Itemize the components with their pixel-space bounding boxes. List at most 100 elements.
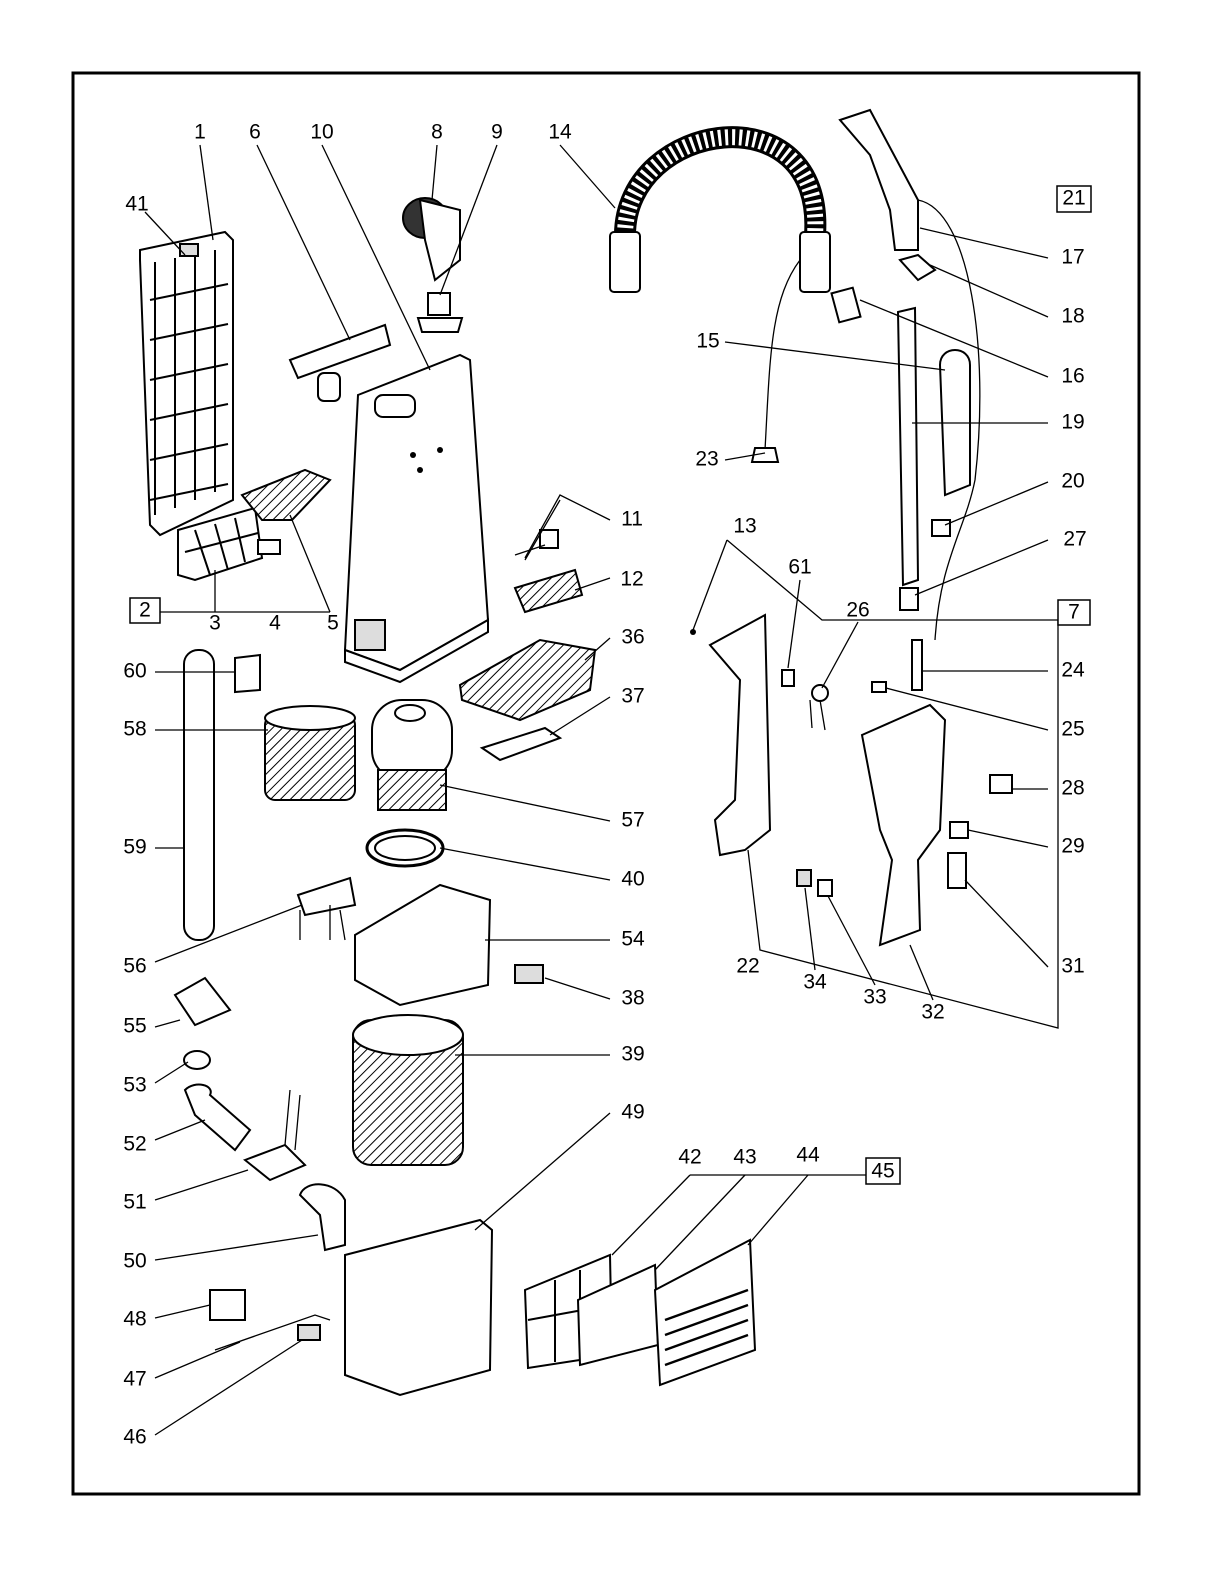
part-34 [797, 870, 811, 886]
callout-39: 39 [621, 1043, 644, 1066]
part-housing-10 [345, 355, 488, 682]
part-4 [258, 540, 280, 554]
callout-41: 41 [125, 193, 148, 216]
part-tube-19 [898, 308, 918, 585]
callout-23: 23 [695, 448, 718, 471]
part-plate-55 [175, 978, 230, 1025]
callout-24: 24 [1061, 659, 1085, 682]
part-filter-37 [482, 728, 560, 760]
part-container-54 [355, 885, 490, 1005]
callout-29: 29 [1061, 835, 1084, 858]
part-46 [298, 1325, 320, 1340]
part-gasket-36 [460, 640, 595, 720]
part-elbow-50 [300, 1184, 345, 1250]
part-elbow-52 [185, 1085, 250, 1150]
part-panel-7 [862, 705, 945, 945]
callout-48: 48 [123, 1308, 146, 1331]
callout-31: 31 [1061, 955, 1084, 978]
part-handle-17 [840, 110, 918, 250]
callout-60: 60 [123, 660, 146, 683]
part-25 [872, 682, 886, 692]
callout-9: 9 [491, 121, 503, 144]
part-switch-26 [810, 685, 828, 730]
callout-37: 37 [621, 685, 644, 708]
callout-50: 50 [123, 1250, 146, 1273]
part-31 [948, 853, 966, 888]
callout-10: 10 [310, 121, 333, 144]
callout-58: 58 [123, 718, 146, 741]
callout-2: 2 [139, 599, 151, 622]
part-tube-59 [184, 650, 214, 940]
callout-16: 16 [1061, 365, 1084, 388]
callout-12: 12 [620, 568, 643, 591]
callout-34: 34 [803, 971, 827, 994]
callout-20: 20 [1061, 470, 1084, 493]
callout-45: 45 [871, 1160, 894, 1183]
part-38 [515, 965, 543, 983]
part-adapter-9 [418, 293, 462, 332]
part-nozzle-8 [403, 198, 460, 280]
part-24 [912, 640, 922, 690]
part-28 [990, 775, 1012, 793]
part-48 [210, 1290, 245, 1320]
part-filter-12 [515, 570, 582, 612]
callout-33: 33 [863, 986, 886, 1009]
callout-14: 14 [548, 121, 572, 144]
part-hose-14 [610, 137, 830, 292]
callout-3: 3 [209, 612, 221, 635]
part-bracket-56 [298, 878, 355, 940]
part-clip-60 [235, 655, 260, 692]
callout-55: 55 [123, 1015, 146, 1038]
callout-11: 11 [621, 508, 643, 531]
callout-38: 38 [621, 987, 644, 1010]
part-switch-16 [831, 288, 860, 323]
callout-5: 5 [327, 612, 339, 635]
part-seal-53 [184, 1051, 210, 1069]
callout-53: 53 [123, 1074, 146, 1097]
callout-40: 40 [621, 868, 644, 891]
callout-6: 6 [249, 121, 261, 144]
part-pcb-51 [245, 1090, 305, 1180]
callout-26: 26 [846, 599, 869, 622]
callout-22: 22 [736, 955, 759, 978]
callout-19: 19 [1061, 411, 1084, 434]
callout-13: 13 [733, 515, 756, 538]
callout-44: 44 [796, 1144, 820, 1167]
callout-46: 46 [123, 1426, 146, 1449]
part-filter-bag-39 [353, 1015, 463, 1165]
callout-27: 27 [1063, 528, 1086, 551]
callout-47: 47 [123, 1368, 146, 1391]
callout-28: 28 [1061, 777, 1084, 800]
callout-42: 42 [678, 1146, 701, 1169]
callout-18: 18 [1061, 305, 1084, 328]
callout-25: 25 [1061, 718, 1084, 741]
callout-4: 4 [269, 612, 281, 635]
power-cord [765, 260, 800, 450]
part-20 [932, 520, 950, 536]
callout-21: 21 [1062, 187, 1085, 210]
part-bin-49 [345, 1220, 492, 1395]
callout-49: 49 [621, 1101, 644, 1124]
part-61 [782, 670, 794, 686]
callout-1: 1 [194, 121, 206, 144]
part-chassis-22 [710, 615, 770, 855]
part-27 [900, 588, 918, 610]
callout-57: 57 [621, 809, 644, 832]
callout-15: 15 [696, 330, 719, 353]
callout-54: 54 [621, 928, 645, 951]
part-29 [950, 822, 968, 838]
part-filter-pad-5 [242, 470, 330, 520]
callout-7: 7 [1068, 601, 1080, 624]
part-cable-11 [515, 500, 560, 560]
callout-61: 61 [788, 556, 811, 579]
part-33 [818, 880, 832, 896]
callout-51: 51 [123, 1191, 146, 1214]
part-filter-grille-1 [140, 232, 233, 535]
part-filter-ring-58 [265, 706, 355, 800]
callout-32: 32 [921, 1001, 944, 1024]
callout-17: 17 [1061, 246, 1084, 269]
callout-52: 52 [123, 1133, 146, 1156]
callout-36: 36 [621, 626, 644, 649]
part-grille-44 [655, 1240, 755, 1385]
